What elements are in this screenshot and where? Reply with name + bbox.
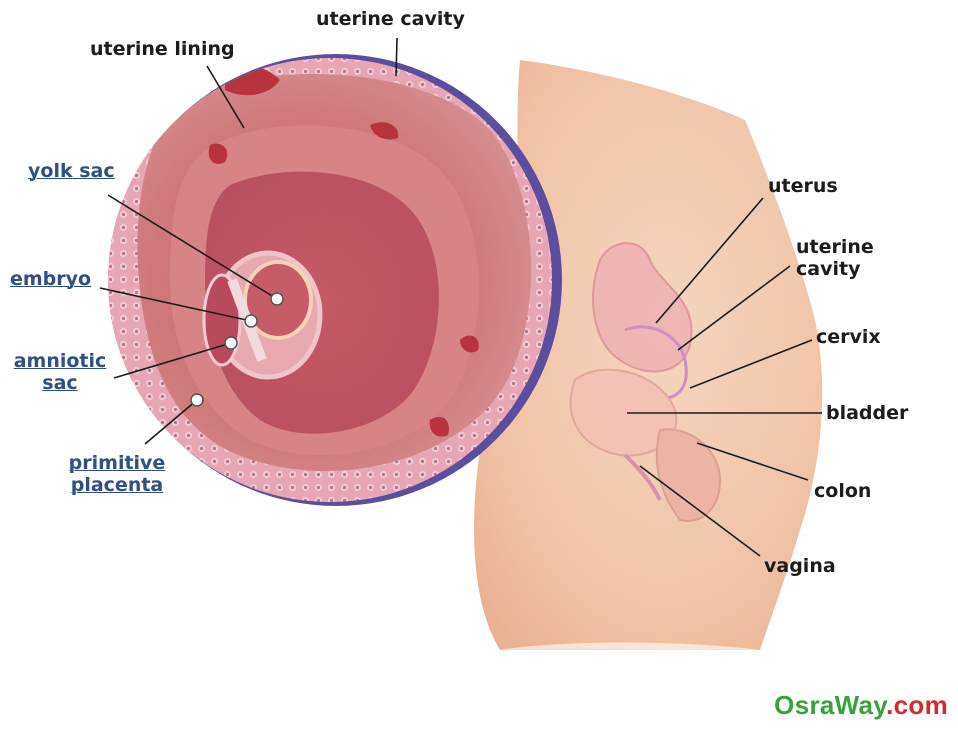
label-colon: colon xyxy=(814,480,871,502)
marker-primitive-placenta xyxy=(191,394,203,406)
marker-yolk-sac xyxy=(271,293,283,305)
leader-uterine-cavity-top xyxy=(396,38,397,76)
marker-embryo xyxy=(245,315,257,327)
label-uterus: uterus xyxy=(768,175,838,197)
label-embryo[interactable]: embryo xyxy=(10,268,91,290)
label-cervix: cervix xyxy=(816,326,881,348)
label-primitive-placenta-line1: primitive xyxy=(69,452,166,474)
label-primitive-placenta[interactable]: primitive placenta xyxy=(62,452,172,496)
label-primitive-placenta-line2: placenta xyxy=(71,474,164,496)
watermark-part2: Way xyxy=(835,690,886,720)
watermark-part3: .com xyxy=(886,690,948,720)
label-amniotic-sac-line2: sac xyxy=(42,372,77,394)
label-bladder: bladder xyxy=(826,402,908,424)
label-uterine-lining: uterine lining xyxy=(90,38,235,60)
label-yolk-sac[interactable]: yolk sac xyxy=(28,160,115,182)
marker-amniotic-sac xyxy=(225,337,237,349)
label-uterine-cavity-right-line1: uterine xyxy=(796,236,874,258)
label-vagina: vagina xyxy=(764,555,836,577)
label-uterine-cavity-top: uterine cavity xyxy=(316,8,465,30)
label-amniotic-sac-line1: amniotic xyxy=(14,350,107,372)
magnified-view xyxy=(100,50,562,510)
label-uterine-cavity-right: uterine cavity xyxy=(796,236,874,280)
label-amniotic-sac[interactable]: amniotic sac xyxy=(12,350,108,394)
osraway-watermark: OsraWay.com xyxy=(774,690,948,721)
watermark-part1: Osra xyxy=(774,690,834,720)
label-uterine-cavity-right-line2: cavity xyxy=(796,258,860,280)
